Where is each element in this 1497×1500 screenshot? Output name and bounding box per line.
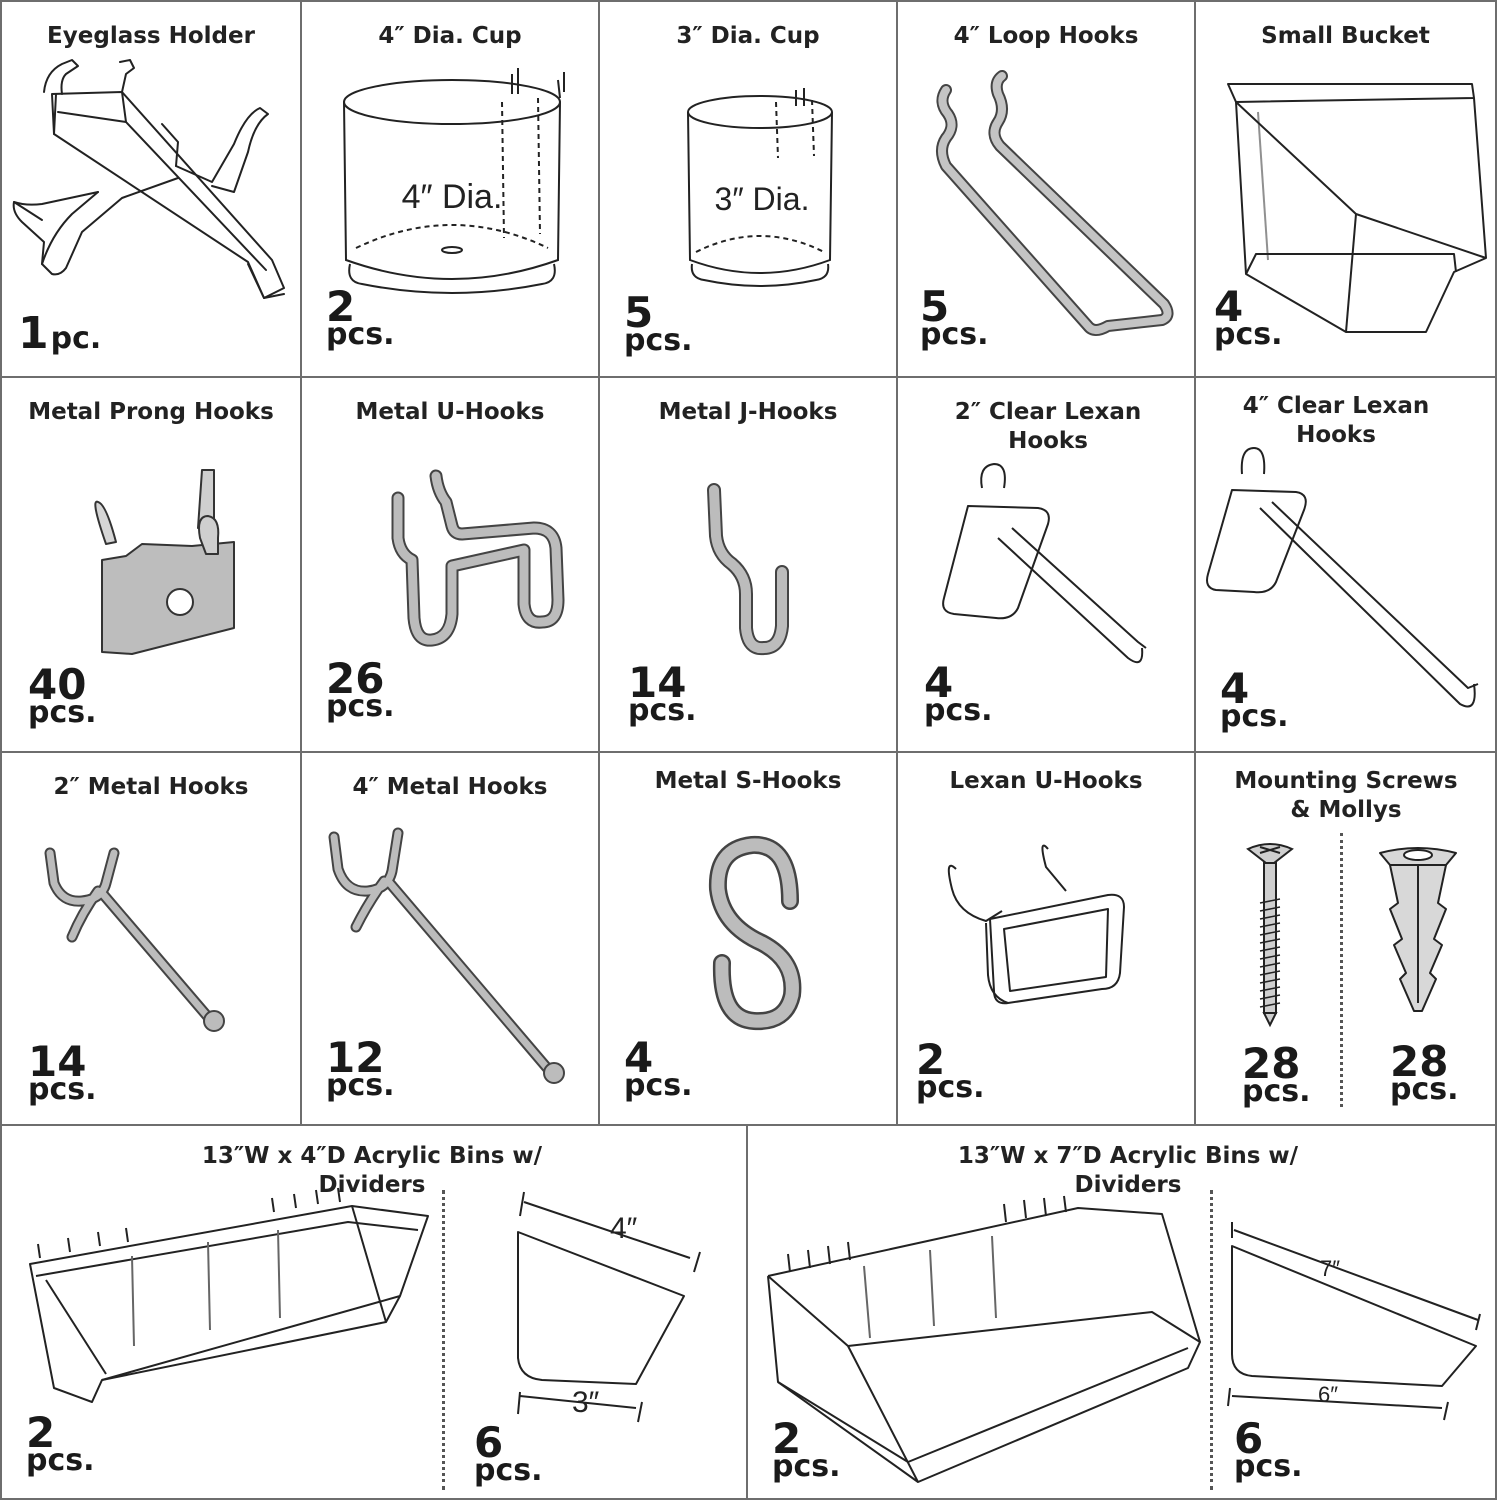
item-title: Small Bucket [1261, 23, 1430, 49]
lexan-hook-icon [1206, 447, 1479, 708]
item-title: Metal Prong Hooks [28, 399, 274, 425]
lexan-hook-icon [942, 463, 1147, 664]
divider-dimension-bottom: 6″ [1318, 1382, 1338, 1407]
item-title: Metal J-Hooks [658, 399, 838, 425]
item-title: 4″ Dia. Cup [378, 23, 522, 49]
item-title: 4″ Metal Hooks [352, 774, 548, 800]
item-eyeglass-holder: Eyeglass Holder 1pc. [0, 0, 302, 378]
eyeglass-holder-icon [12, 59, 285, 299]
u-hook-icon [391, 469, 565, 647]
cup-size-label: 4″ Dia. [402, 178, 503, 216]
item-title: 13″W x 4″D Acrylic Bins w/ Dividers [201, 1143, 543, 1198]
divider-line [1340, 833, 1343, 1107]
item-title: Eyeglass Holder [47, 23, 255, 49]
item-acrylic-bins-7in: 13″W x 7″D Acrylic Bins w/ Dividers 7″ 6… [746, 1124, 1497, 1500]
item-title: 2″ Clear Lexan Hooks [954, 399, 1142, 454]
j-hook-icon [707, 483, 789, 656]
item-title: 13″W x 7″D Acrylic Bins w/ Dividers [957, 1143, 1299, 1198]
metal-hook-icon [44, 847, 225, 1032]
item-title: Metal S-Hooks [654, 768, 842, 794]
molly-icon [1379, 847, 1457, 1012]
prong-hook-icon [94, 469, 235, 655]
s-hook-icon [708, 835, 802, 1031]
item-count: 1pc. [18, 308, 102, 359]
item-title: 2″ Metal Hooks [53, 774, 249, 800]
cup-icon: 3″ Dia. [687, 88, 833, 287]
item-title: Mounting Screws & Mollys [1234, 768, 1458, 823]
divider-line [442, 1190, 445, 1490]
acrylic-bin-icon [29, 1187, 429, 1403]
divider-icon: 4″ 3″ [517, 1191, 701, 1423]
divider-dimension-bottom: 3″ [572, 1386, 600, 1419]
item-title: Lexan U-Hooks [949, 768, 1143, 794]
cup-icon: 4″ Dia. [343, 68, 565, 294]
item-title: Metal U-Hooks [355, 399, 545, 425]
loop-hook-icon [936, 70, 1174, 336]
divider-dimension-top: 7″ [1320, 1256, 1340, 1281]
acrylic-bin-icon [767, 1195, 1201, 1483]
item-acrylic-bins-4in: 13″W x 4″D Acrylic Bins w/ Dividers 4″ 3… [0, 1124, 748, 1500]
item-title: 4″ Clear Lexan Hooks [1242, 393, 1430, 448]
metal-hook-icon [328, 827, 565, 1084]
item-title: 3″ Dia. Cup [676, 23, 820, 49]
bucket-icon [1227, 83, 1487, 333]
cup-size-label: 3″ Dia. [715, 181, 810, 217]
divider-dimension-top: 4″ [610, 1212, 638, 1245]
item-title: 4″ Loop Hooks [953, 23, 1139, 49]
lexan-u-hook-icon [947, 844, 1125, 1005]
screw-icon [1246, 843, 1294, 1028]
divider-icon: 7″ 6″ [1227, 1222, 1481, 1421]
divider-line [1210, 1190, 1213, 1490]
